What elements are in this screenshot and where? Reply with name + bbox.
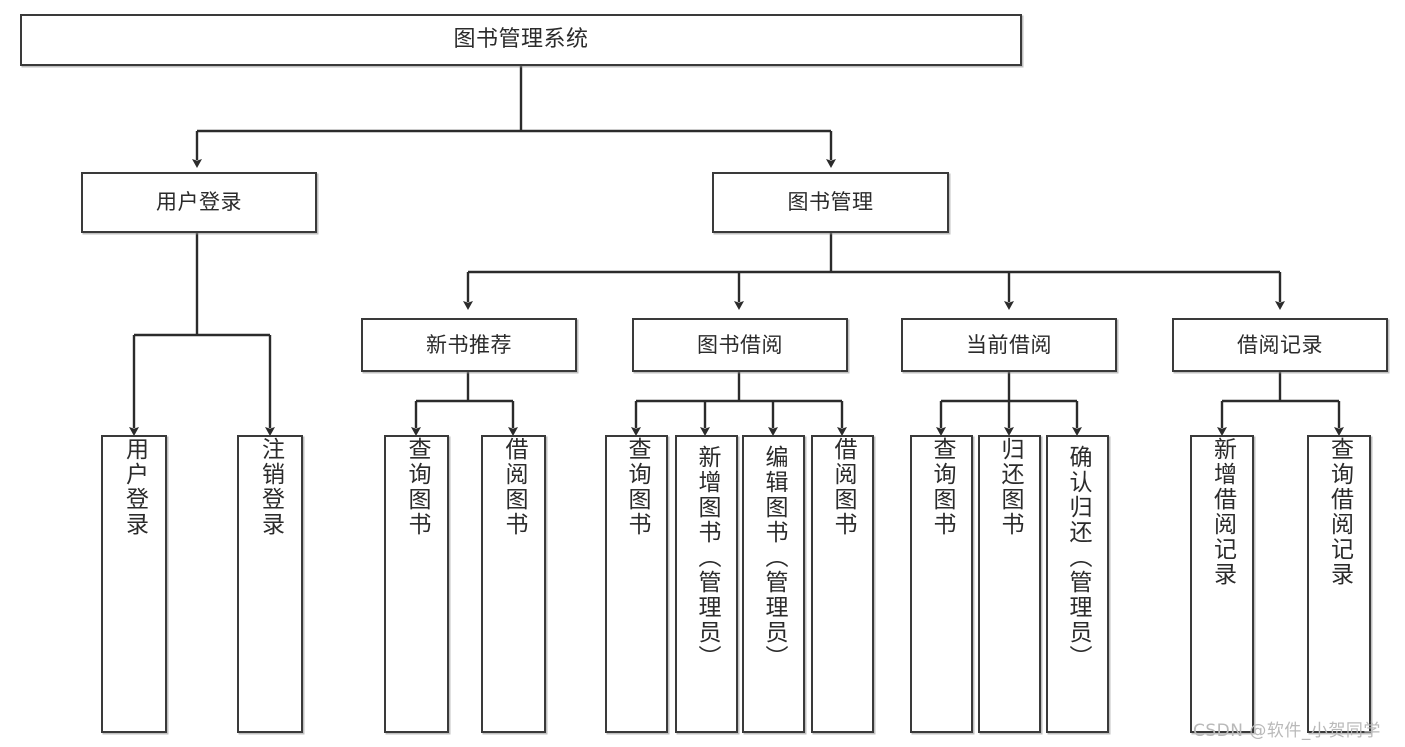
node-label: 新书推荐	[426, 332, 512, 357]
leaf-add-book-admin[interactable]: 新增图书（管理员）	[675, 435, 738, 733]
node-label: 查询图书	[404, 437, 430, 537]
leaf-add-borrow-record[interactable]: 新增借阅记录	[1190, 435, 1254, 733]
node-label: 归还图书	[997, 437, 1023, 537]
leaf-borrow-book-borrow[interactable]: 借阅图书	[811, 435, 874, 733]
leaf-user-login[interactable]: 用户登录	[101, 435, 167, 733]
node-new-book-recommend[interactable]: 新书推荐	[361, 318, 577, 372]
leaf-borrow-book-recommend[interactable]: 借阅图书	[481, 435, 546, 733]
node-label: 编辑图书（管理员）	[761, 445, 787, 670]
node-user-login[interactable]: 用户登录	[81, 172, 317, 233]
node-label: 确认归还（管理员）	[1065, 445, 1091, 670]
leaf-logout-login[interactable]: 注销登录	[237, 435, 303, 733]
node-label: 新增图书（管理员）	[694, 445, 720, 670]
node-label: 新增借阅记录	[1209, 437, 1236, 587]
node-borrow-record[interactable]: 借阅记录	[1172, 318, 1388, 372]
node-label: 借阅记录	[1237, 332, 1323, 357]
node-current-borrow[interactable]: 当前借阅	[901, 318, 1117, 372]
leaf-edit-book-admin[interactable]: 编辑图书（管理员）	[742, 435, 805, 733]
node-label: 图书管理系统	[453, 27, 589, 53]
leaf-query-book-recommend[interactable]: 查询图书	[384, 435, 449, 733]
node-root-book-management-system[interactable]: 图书管理系统	[20, 14, 1022, 66]
node-label: 图书管理	[787, 190, 874, 215]
leaf-return-book[interactable]: 归还图书	[978, 435, 1041, 733]
node-label: 用户登录	[121, 437, 148, 537]
node-label: 当前借阅	[966, 332, 1052, 357]
node-label: 注销登录	[257, 437, 284, 537]
leaf-confirm-return-admin[interactable]: 确认归还（管理员）	[1046, 435, 1109, 733]
node-label: 查询借阅记录	[1326, 437, 1353, 587]
node-label: 借阅图书	[830, 437, 856, 537]
node-label: 查询图书	[624, 437, 650, 537]
leaf-query-borrow-record[interactable]: 查询借阅记录	[1307, 435, 1371, 733]
csdn-watermark: CSDN @软件_小贺同学	[1193, 721, 1381, 741]
leaf-query-book-current[interactable]: 查询图书	[910, 435, 973, 733]
node-book-management[interactable]: 图书管理	[712, 172, 949, 233]
node-book-borrow[interactable]: 图书借阅	[632, 318, 848, 372]
node-label: 图书借阅	[697, 332, 783, 357]
node-label: 用户登录	[156, 190, 242, 215]
node-label: 借阅图书	[501, 437, 527, 537]
node-label: 查询图书	[929, 437, 955, 537]
leaf-query-book-borrow[interactable]: 查询图书	[605, 435, 668, 733]
